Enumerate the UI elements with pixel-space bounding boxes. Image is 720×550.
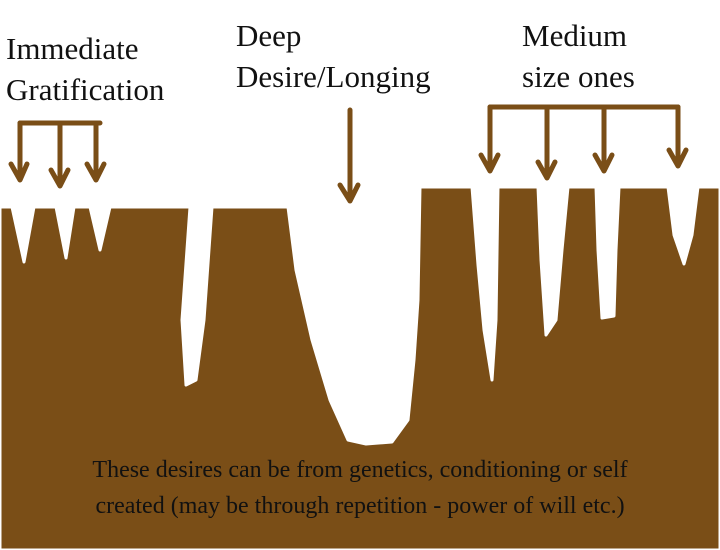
label-immediate-line1: Immediate xyxy=(6,31,139,66)
immediate-arrow-1 xyxy=(8,120,30,183)
label-deep-line2: Desire/Longing xyxy=(236,59,431,94)
caption-line-1: These desires can be from genetics, cond… xyxy=(92,457,628,483)
label-immediate-line2: Gratification xyxy=(6,72,165,107)
label-immediate-gratification: Immediate Gratification xyxy=(6,28,164,110)
immediate-arrows xyxy=(8,120,107,189)
label-medium-line2: size ones xyxy=(522,59,635,94)
caption-line-2: created (may be through repetition - pow… xyxy=(95,493,625,519)
medium-arrow-3 xyxy=(592,104,615,174)
medium-arrow-1 xyxy=(478,104,501,174)
label-medium-size: Medium size ones xyxy=(522,15,635,97)
medium-arrows xyxy=(478,104,689,181)
immediate-arrow-3 xyxy=(84,120,107,183)
deep-arrow xyxy=(337,107,361,204)
immediate-arrow-2 xyxy=(48,120,71,189)
label-medium-line1: Medium xyxy=(522,18,628,53)
desire-terrain xyxy=(0,185,720,550)
medium-arrow-4 xyxy=(666,104,689,169)
label-deep-line1: Deep xyxy=(236,18,302,53)
label-deep-desire: Deep Desire/Longing xyxy=(236,15,431,97)
medium-arrow-2 xyxy=(535,104,558,181)
